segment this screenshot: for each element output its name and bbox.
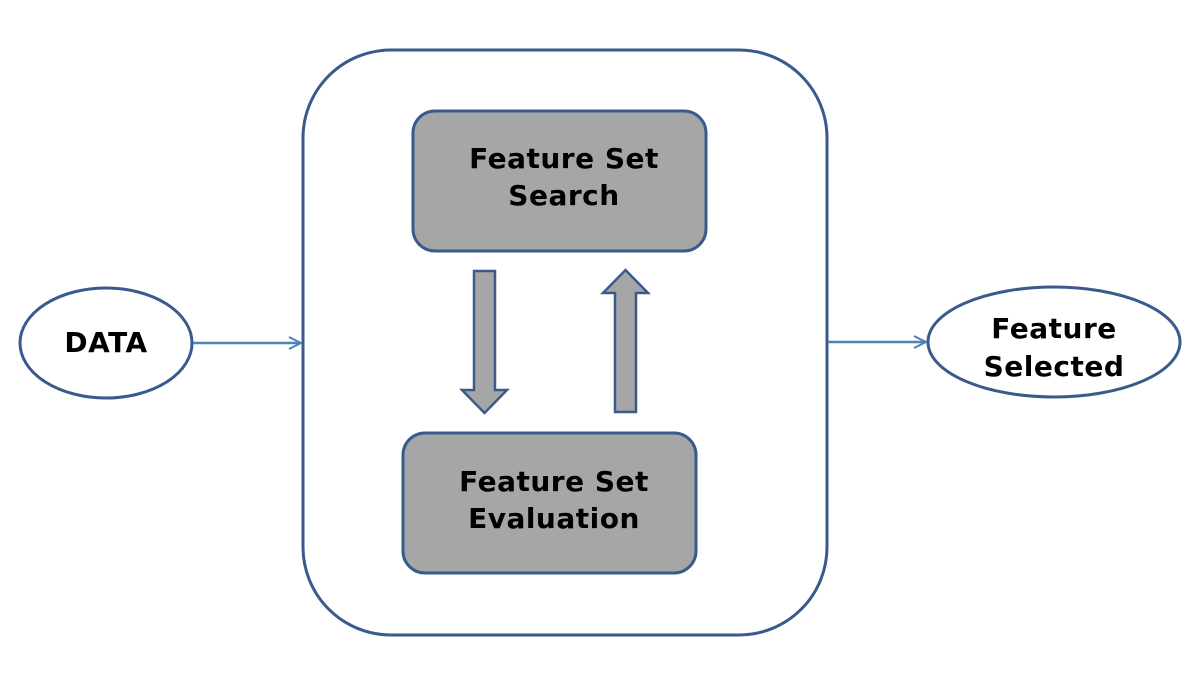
search-label-line1: Feature Set xyxy=(469,142,659,175)
down-block-arrow xyxy=(459,269,510,415)
evaluation-label-line1: Feature Set xyxy=(459,465,649,498)
feature-set-search-box xyxy=(411,109,708,253)
input-data-label: DATA xyxy=(64,326,147,359)
feature-set-evaluation-box xyxy=(401,431,698,575)
output-label-line1: Feature xyxy=(991,312,1117,345)
output-label-line2: Selected xyxy=(984,350,1125,383)
search-label-line2: Search xyxy=(508,179,619,212)
up-block-arrow xyxy=(600,268,651,414)
evaluation-label-line2: Evaluation xyxy=(468,502,640,535)
input-data-ellipse xyxy=(18,286,194,400)
output-feature-selected-ellipse xyxy=(926,285,1182,399)
